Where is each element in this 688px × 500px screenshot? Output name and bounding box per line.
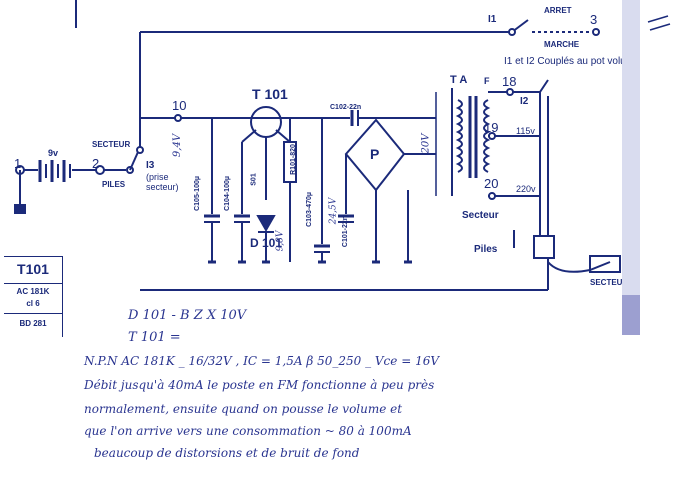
tap-115-label: 115v [516, 126, 535, 136]
battery-voltage: 9v [48, 148, 59, 158]
note-distorsions: beaucoup de distorsions et de bruit de f… [94, 446, 360, 460]
couples-note: I1 et I2 Couplés au pot volume [504, 56, 640, 67]
bridge-label: P [370, 146, 380, 162]
node-18-terminal [506, 88, 514, 96]
node-3-label: 3 [590, 12, 598, 27]
node-2-label: 2 [92, 156, 100, 171]
switch-i3-label: I3 [146, 160, 155, 171]
switch-i3-contact [136, 146, 144, 154]
box-divider [4, 283, 62, 284]
plug-label: SECTEUR [590, 278, 629, 287]
t101-box-bd: BD 281 [19, 319, 47, 328]
node-20-terminal [488, 192, 496, 200]
plug-body [533, 235, 555, 259]
node-10-label: 10 [172, 98, 187, 113]
note-npn: N.P.N AC 181K _ 16/32V , IC = 1,5A β 50_… [84, 354, 440, 368]
marche-label: MARCHE [544, 40, 580, 49]
note-t101: T 101 = [128, 330, 181, 345]
page-edge-tint [622, 0, 640, 335]
t101-info-box: T101 AC 181K cl 6 BD 281 [4, 256, 63, 337]
transformer-secondary [483, 99, 491, 173]
box-divider [4, 313, 62, 314]
transformer-primary [455, 99, 463, 173]
mains-plug [589, 255, 621, 273]
switch-i1-pivot [508, 28, 516, 36]
fuse-label: F [484, 76, 490, 86]
node-20-label: 20 [484, 176, 499, 191]
page-edge-block [622, 295, 640, 335]
arret-label: ARRET [544, 6, 572, 15]
zener-label: D 101 [250, 236, 283, 250]
t101-box-class: cl 6 [26, 299, 40, 308]
node-18-label: 18 [502, 74, 517, 89]
secteur-switch-label: SECTEUR [92, 140, 131, 149]
secteur-paren-label: secteur) [146, 182, 179, 192]
switch-i2-label: I2 [520, 96, 529, 107]
prise-label: (prise [146, 172, 169, 182]
piles-select-label: Piles [474, 244, 498, 255]
note-d101: D 101 - B Z X 10V [128, 308, 247, 323]
tap-220-label: 220v [516, 184, 536, 194]
edge-tick [647, 15, 669, 23]
note-normalement: normalement, ensuite quand on pousse le … [84, 402, 403, 416]
transistor-emitter [241, 129, 257, 143]
transistor-label: T 101 [252, 86, 288, 102]
edge-tick [649, 23, 671, 31]
c102-label: C102-22n [330, 104, 362, 111]
secteur-select-label: Secteur [462, 210, 499, 221]
ground-symbol [14, 204, 26, 214]
node-3-terminal [592, 28, 600, 36]
node-1-label: 1 [14, 156, 22, 171]
node-10-terminal [174, 114, 182, 122]
node-19-terminal [488, 132, 496, 140]
note-consommation: que l'on arrive vers une consommation ~ … [84, 424, 412, 438]
t101-box-type: AC 181K [16, 287, 50, 296]
note-debit: Débit jusqu'à 40mA le poste en FM foncti… [84, 378, 435, 392]
switch-i3-blade [129, 151, 139, 171]
transistor-collector [275, 129, 291, 143]
node-19-label: 19 [484, 120, 499, 135]
t101-box-title: T101 [17, 261, 49, 277]
transformer-label: T A [450, 74, 468, 86]
switch-i1-label: I1 [488, 14, 497, 25]
zener-diode [256, 215, 276, 233]
piles-label: PILES [102, 180, 126, 189]
switch-i2-blade [539, 79, 549, 93]
